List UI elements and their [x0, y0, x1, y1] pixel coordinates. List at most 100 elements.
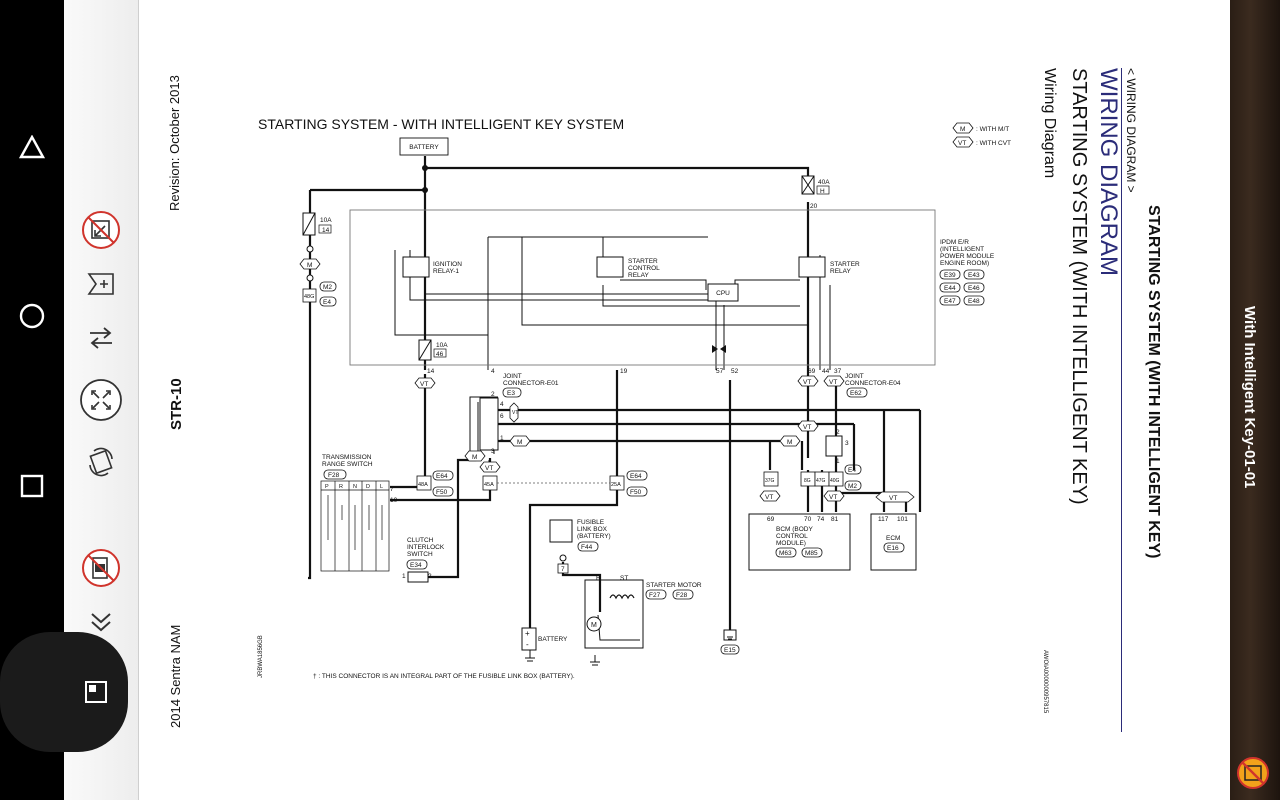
battery-icon — [521, 627, 537, 651]
no-crop-icon[interactable] — [79, 546, 123, 590]
svg-text:M: M — [472, 454, 477, 461]
relay-label: CONTROL — [628, 265, 660, 272]
page-button[interactable] — [0, 632, 128, 752]
pin-label: 14 — [427, 368, 435, 375]
pin-label: 69 — [808, 368, 816, 375]
connector-label: E4 — [323, 299, 331, 306]
ipdm-connectors: E39 E43 E44 E46 E47 E48 — [939, 269, 985, 306]
trs-label: RANGE SWITCH — [322, 461, 373, 468]
swap-icon[interactable] — [79, 316, 123, 360]
rotate-icon[interactable] — [79, 440, 123, 484]
pin-label: 101 — [897, 516, 908, 523]
junction-dot — [422, 165, 428, 171]
ipdm-label: IPDM E/R — [940, 239, 969, 246]
joint-label: JOINT — [503, 373, 522, 380]
clutch-switch — [407, 571, 429, 583]
bcm-label: BCM (BODY — [776, 526, 814, 533]
ecm-label: ECM — [886, 535, 900, 542]
pin-label: 1 — [836, 458, 840, 465]
trs-position: D — [366, 484, 370, 490]
svg-text:VT: VT — [829, 494, 837, 501]
fit-page-icon[interactable] — [79, 378, 123, 422]
pin-label: 57 — [716, 368, 724, 375]
svg-text:E47: E47 — [944, 298, 956, 305]
connector-terminal — [559, 554, 567, 562]
connector-label: 45A — [484, 482, 494, 488]
pin-label: 4 — [500, 401, 504, 408]
fusible-label: LINK BOX — [577, 526, 608, 533]
svg-text:VT: VT — [765, 494, 773, 501]
trs-grid — [320, 480, 390, 572]
fuse-pin: 14 — [322, 227, 330, 234]
connector-48g — [302, 288, 317, 303]
connector-label: F28 — [676, 592, 688, 599]
fuse-label: 10A — [436, 342, 448, 349]
pin-label: 4 — [491, 368, 495, 375]
pin-label: 2 — [491, 391, 495, 398]
legend-cvt: : WITH CVT — [976, 140, 1011, 147]
pin-label: 2 — [836, 429, 840, 436]
solenoid-coil-icon — [609, 594, 635, 600]
ground-icon — [590, 655, 600, 666]
pin-label: 81 — [831, 516, 839, 523]
junction-dot — [422, 187, 428, 193]
fuse-label: 40A — [818, 179, 830, 186]
svg-text:-: - — [526, 640, 529, 649]
legend-mt: : WITH M/T — [976, 126, 1009, 133]
trs-position: N — [353, 484, 357, 490]
pin-label: 7 — [390, 486, 394, 493]
connector-terminal — [306, 274, 314, 282]
ipdm-box — [349, 209, 936, 366]
ipdm-label: POWER MODULE — [940, 253, 995, 260]
relay-label: RELAY-1 — [433, 268, 459, 275]
no-pan-icon[interactable] — [79, 208, 123, 252]
battery-top-label: BATTERY — [409, 144, 439, 151]
svg-text:VT: VT — [803, 424, 811, 431]
connector-label: E64 — [630, 473, 642, 480]
connector-label: E4 — [848, 467, 856, 474]
connector-label: 48A — [418, 482, 428, 488]
footnote: † : THIS CONNECTOR IS AN INTEGRAL PART O… — [313, 673, 575, 680]
connector-label: F50 — [630, 489, 642, 496]
clutch-label: CLUTCH — [407, 537, 434, 544]
motor-label: M — [591, 622, 597, 629]
connector-label: M2 — [323, 284, 332, 291]
relay-label: RELAY — [830, 268, 851, 275]
home-icon[interactable] — [12, 296, 52, 336]
svg-text:VT: VT — [420, 381, 428, 388]
recents-icon[interactable] — [12, 466, 52, 506]
joint-label: JOINT — [845, 373, 864, 380]
svg-text:E39: E39 — [944, 272, 956, 279]
no-toggle-icon[interactable] — [1236, 756, 1270, 790]
svg-text:M: M — [307, 262, 312, 269]
svg-text:VT: VT — [889, 495, 897, 502]
svg-text:VT: VT — [829, 379, 837, 386]
connector-label: 8G — [804, 478, 811, 484]
reader-toolbar — [0, 0, 139, 800]
wiring-diagram: BATTERY 10A 14 10A 46 40A H 20 IGNITION … — [299, 122, 1011, 680]
bookmark-add-icon[interactable] — [79, 262, 123, 306]
joint-connector-e01 — [479, 397, 499, 451]
ignition-relay — [402, 256, 430, 278]
svg-text:VT: VT — [958, 140, 966, 147]
pin-label: 19 — [620, 368, 628, 375]
connector-label: F27 — [649, 592, 661, 599]
back-icon[interactable] — [12, 127, 52, 167]
pin-label: 1 — [402, 573, 406, 580]
connector-label: F50 — [436, 489, 448, 496]
pin-label: 74 — [817, 516, 825, 523]
fuse-label: 10A — [320, 217, 332, 224]
bcm-label: CONTROL — [776, 533, 808, 540]
fusible-label: (BATTERY) — [577, 533, 611, 540]
fuse-pin: H — [820, 188, 825, 195]
relay-label: STARTER — [628, 258, 658, 265]
expand-down-icon[interactable] — [79, 600, 123, 644]
header-rule — [1121, 68, 1122, 732]
connector-label: E62 — [850, 390, 862, 397]
ipdm-label: ENGINE ROOM) — [940, 260, 989, 267]
connector-label: 48G — [304, 294, 314, 300]
svg-text:VT: VT — [485, 465, 493, 472]
diagram-title: STARTING SYSTEM - WITH INTELLIGENT KEY S… — [258, 116, 625, 132]
starter-motor-label: STARTER MOTOR — [646, 582, 702, 589]
wire-tag-labels: M VT M VT M M VT VT VT VT VT VT M VT — [307, 126, 966, 502]
